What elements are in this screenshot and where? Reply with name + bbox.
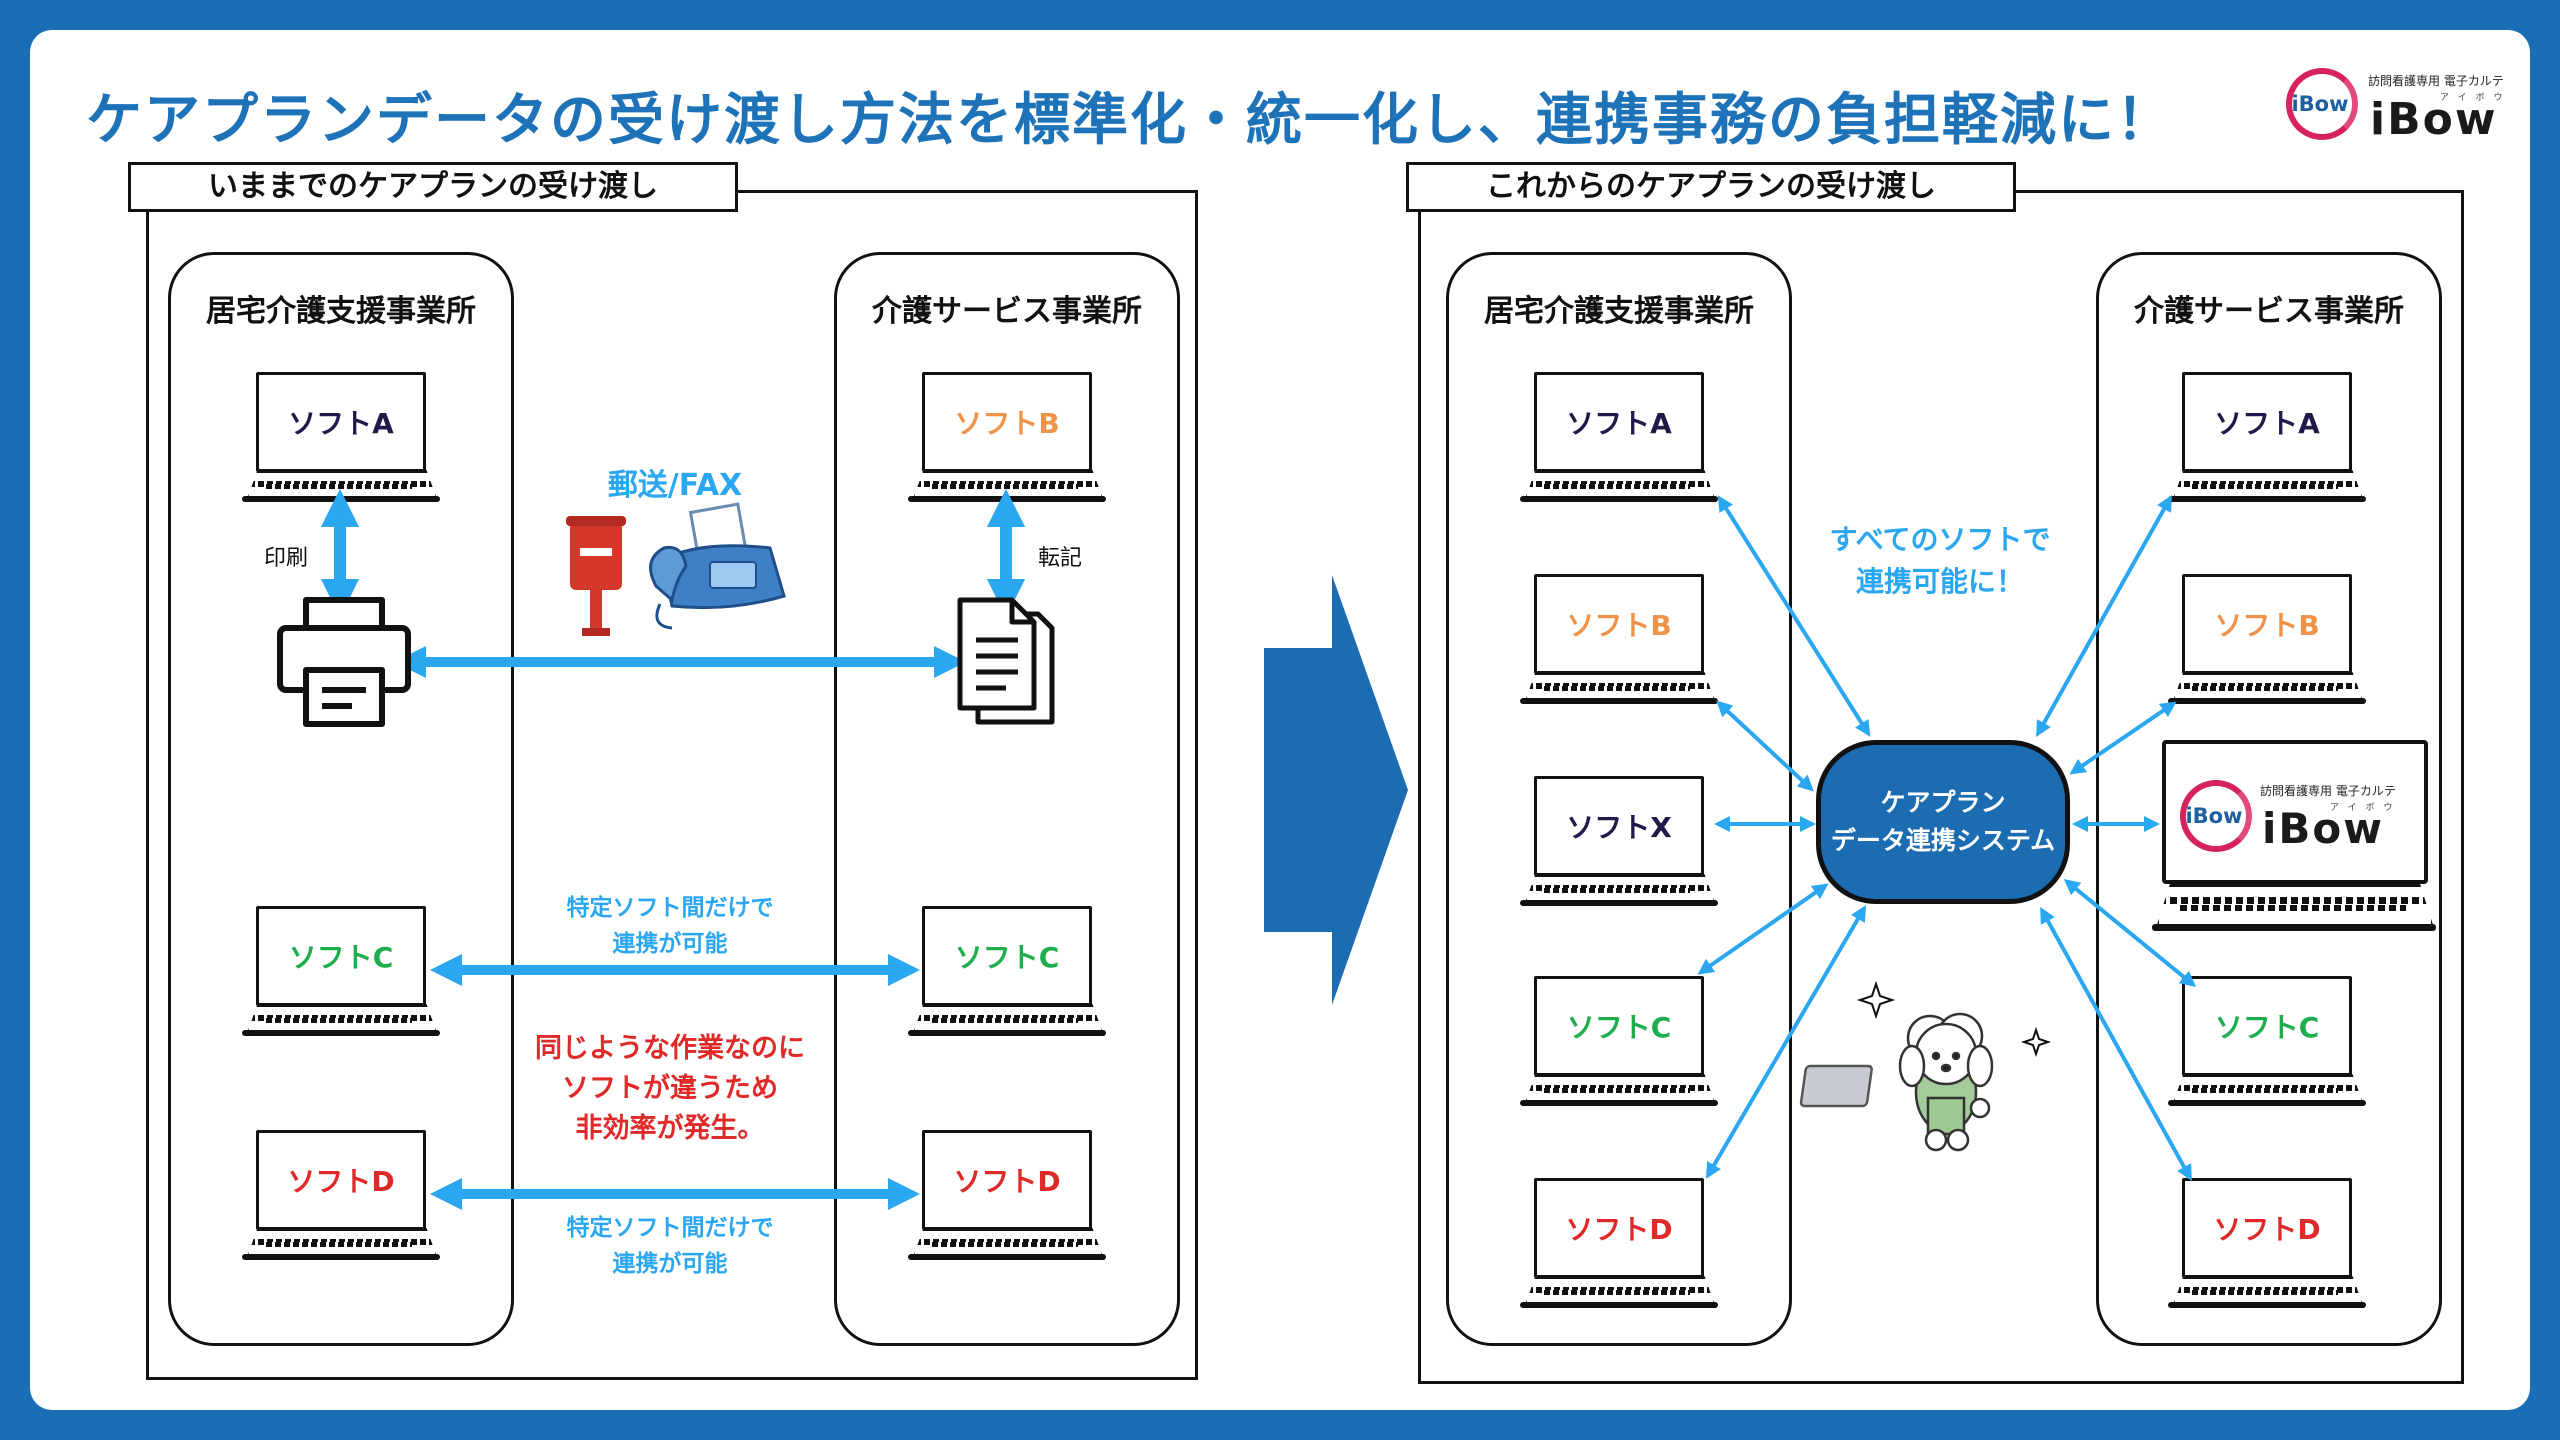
- laptop-rl-soft-b: ソフトB: [1520, 574, 1718, 704]
- ibow-logo-mark: iBow: [2180, 780, 2252, 852]
- laptop-right-soft-c: ソフトC: [908, 906, 1106, 1036]
- link-text-d-line1: 特定ソフト間だけで: [566, 1215, 774, 1241]
- laptop-rr-soft-d: ソフトD: [2168, 1178, 2366, 1308]
- print-label: 印刷: [263, 546, 308, 571]
- fax-icon: [649, 502, 786, 630]
- right-col-care-manager-title: 居宅介護支援事業所: [1484, 294, 1754, 329]
- laptop-rr-soft-a: ソフトA: [2168, 372, 2366, 502]
- right-panel-label: これからのケアプランの受け渡し: [1406, 162, 2016, 212]
- left-col-service-title: 介護サービス事業所: [872, 294, 1142, 329]
- laptop-screen-label: ソフトA: [256, 372, 426, 472]
- link-rl-d: [1705, 905, 1867, 1179]
- laptop-left-soft-d: ソフトD: [242, 1130, 440, 1260]
- laptop-rr-soft-c: ソフトC: [2168, 976, 2366, 1106]
- link-rr-d: [2040, 907, 2192, 1181]
- laptop-rr-ibow: iBow 訪問看護専用 電子カルテ アイボウ iBow: [2152, 740, 2436, 940]
- ibow-laptop-screen: iBow 訪問看護専用 電子カルテ アイボウ iBow: [2162, 740, 2428, 884]
- link-rr-a: [2036, 495, 2172, 737]
- link-rr-c: [2063, 878, 2197, 988]
- link-rl-a: [1717, 495, 1871, 737]
- laptop-screen-label: ソフトC: [256, 906, 426, 1006]
- right-col-service-title: 介護サービス事業所: [2134, 294, 2404, 329]
- link-text-c-line1: 特定ソフト間だけで: [566, 895, 774, 921]
- document-icon: [957, 597, 1055, 725]
- hub-line-1: ケアプラン: [1880, 788, 2006, 817]
- problem-line1: 同じような作業なのに: [535, 1033, 805, 1064]
- mailbox-icon: [566, 516, 626, 636]
- link-text-c-line2: 連携が可能: [612, 931, 728, 957]
- care-plan-data-hub: ケアプラン データ連携システム: [1816, 740, 2070, 904]
- transcribe-label: 転記: [1037, 546, 1082, 571]
- laptop-screen-label: ソフトD: [256, 1130, 426, 1230]
- link-rl-c: [1697, 883, 1829, 975]
- laptop-screen-label: ソフトC: [2182, 976, 2352, 1076]
- dog-mascot-icon: [1799, 1012, 1994, 1152]
- link-rl-b: [1716, 700, 1814, 792]
- sparkle-icon: [1856, 980, 2052, 1058]
- laptop-screen-label: ソフトB: [922, 372, 1092, 472]
- printer-icon: [277, 597, 411, 727]
- logo-mark-text: iBow: [2291, 92, 2349, 116]
- logo-subtitle: 訪問看護専用 電子カルテ: [2260, 784, 2396, 798]
- logo-ruby: アイボウ: [2440, 93, 2512, 103]
- logo-subtitle: 訪問看護専用 電子カルテ: [2368, 74, 2504, 88]
- logo-wordmark: iBow: [2370, 94, 2498, 145]
- laptop-screen-label: ソフトD: [2182, 1178, 2352, 1278]
- all-soft-line1: すべてのソフトで: [1829, 523, 2051, 556]
- laptop-rl-soft-x: ソフトX: [1520, 776, 1718, 906]
- laptop-rl-soft-d: ソフトD: [1520, 1178, 1718, 1308]
- left-panel-label: いままでのケアプランの受け渡し: [128, 162, 738, 212]
- all-soft-line2: 連携可能に！: [1855, 565, 2024, 598]
- hub-line-2: データ連携システム: [1830, 826, 2056, 855]
- problem-line2: ソフトが違うため: [562, 1073, 778, 1104]
- link-text-d-line2: 連携が可能: [612, 1251, 728, 1277]
- ibow-logo-mark: iBow: [2286, 68, 2358, 140]
- ibow-logo: iBow 訪問看護専用 電子カルテ アイボウ iBow: [2286, 68, 2526, 148]
- laptop-screen-label: ソフトC: [1534, 976, 1704, 1076]
- laptop-left-soft-c: ソフトC: [242, 906, 440, 1036]
- logo-wordmark: iBow: [2262, 804, 2385, 853]
- laptop-left-soft-a: ソフトA: [242, 372, 440, 502]
- logo-ruby: アイボウ: [2330, 803, 2402, 813]
- laptop-rl-soft-c: ソフトC: [1520, 976, 1718, 1106]
- page-title: ケアプランデータの受け渡し方法を標準化・統一化し、連携事務の負担軽減に！: [86, 88, 2174, 153]
- laptop-screen-label: ソフトD: [1534, 1178, 1704, 1278]
- laptop-screen-label: ソフトD: [922, 1130, 1092, 1230]
- laptop-screen-label: ソフトC: [922, 906, 1092, 1006]
- laptop-rl-soft-a: ソフトA: [1520, 372, 1718, 502]
- problem-line3: 非効率が発生。: [575, 1113, 765, 1144]
- right-arrow-icon: [1264, 575, 1408, 1005]
- laptop-right-soft-d: ソフトD: [908, 1130, 1106, 1260]
- left-col-care-manager-title: 居宅介護支援事業所: [206, 294, 476, 329]
- mail-fax-label: 郵送/FAX: [607, 468, 743, 503]
- link-rr-b: [2069, 701, 2177, 775]
- logo-mark-text: iBow: [2185, 804, 2243, 828]
- laptop-screen-label: ソフトX: [1534, 776, 1704, 876]
